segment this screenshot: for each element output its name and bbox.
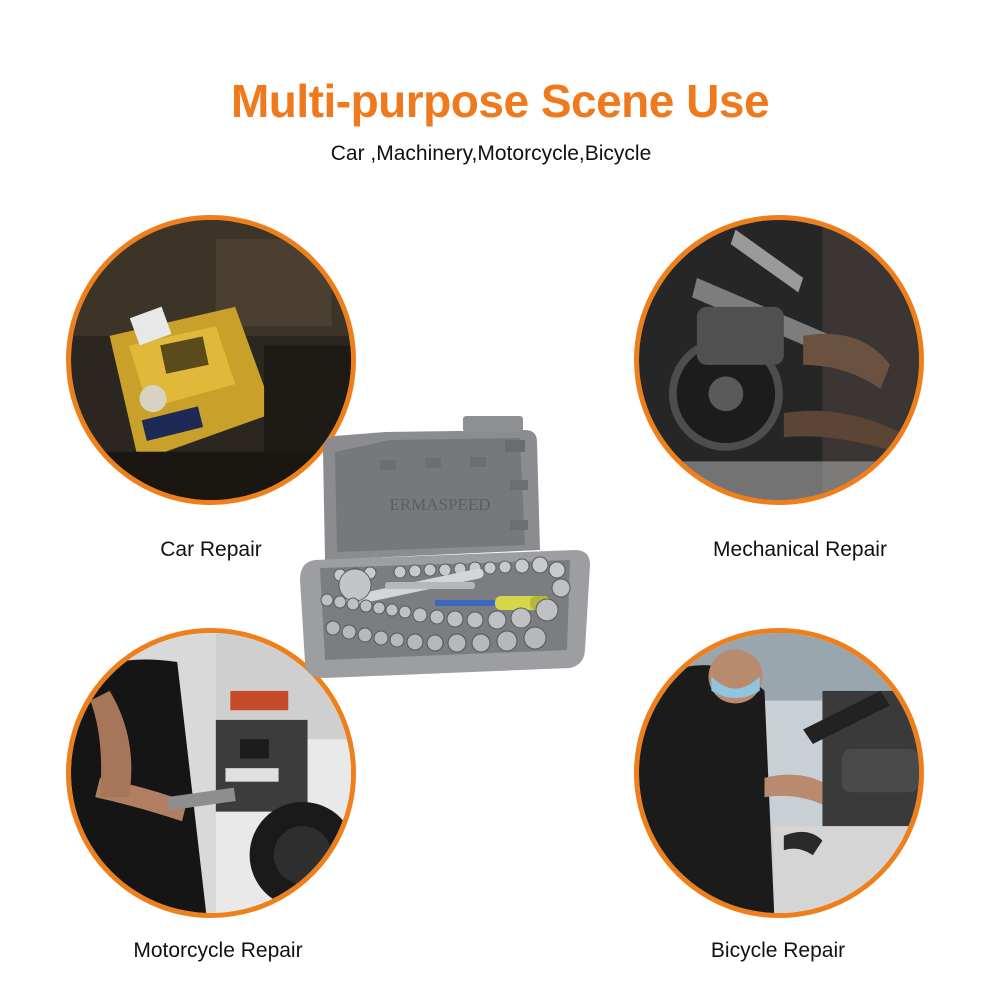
- motorcycle-repair-label: Motorcycle Repair: [133, 939, 303, 962]
- car-repair-photo: [66, 215, 356, 505]
- socket-wrench-set-image: ERMASPEED: [285, 410, 605, 710]
- mechanical-repair-label: Mechanical Repair: [713, 538, 887, 561]
- brand-text: ERMASPEED: [389, 495, 490, 514]
- car-repair-label: Car Repair: [160, 538, 262, 561]
- page-title: Multi-purpose Scene Use: [230, 75, 770, 127]
- bicycle-repair-photo: [634, 628, 924, 918]
- page-subtitle: Car ,Machinery,Motorcycle,Bicycle: [330, 142, 652, 165]
- mechanical-repair-photo: [634, 215, 924, 505]
- bicycle-repair-label: Bicycle Repair: [710, 939, 846, 962]
